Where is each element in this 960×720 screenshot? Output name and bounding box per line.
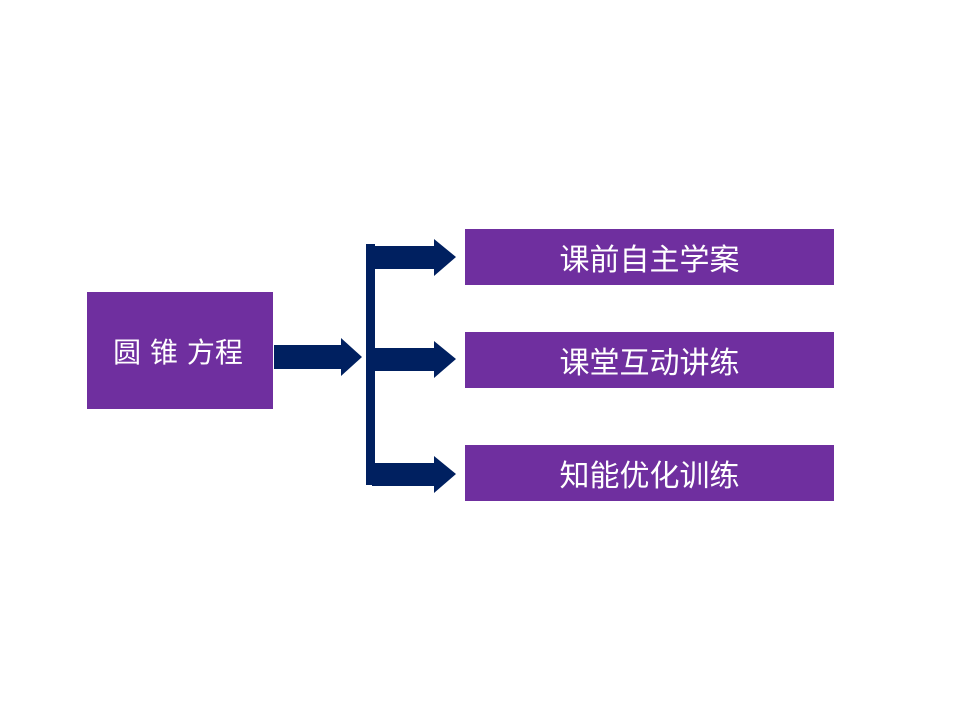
root-arrow [274,338,362,376]
root-node: 圆 锥 方程 [87,292,273,409]
branch-arrow-1 [372,239,456,276]
bracket-bar [366,244,375,485]
branch-node-in-class[interactable]: 课堂互动讲练 [465,332,834,388]
branch-node-pre-class[interactable]: 课前自主学案 [465,229,834,285]
branch-label: 知能优化训练 [559,459,740,494]
branch-label: 课前自主学案 [559,243,740,278]
branch-node-practice[interactable]: 知能优化训练 [465,445,834,501]
branch-arrow-3 [372,456,456,493]
branch-arrow-2 [372,341,456,378]
branch-label: 课堂互动讲练 [559,346,740,381]
root-label: 圆 锥 方程 [113,335,243,369]
